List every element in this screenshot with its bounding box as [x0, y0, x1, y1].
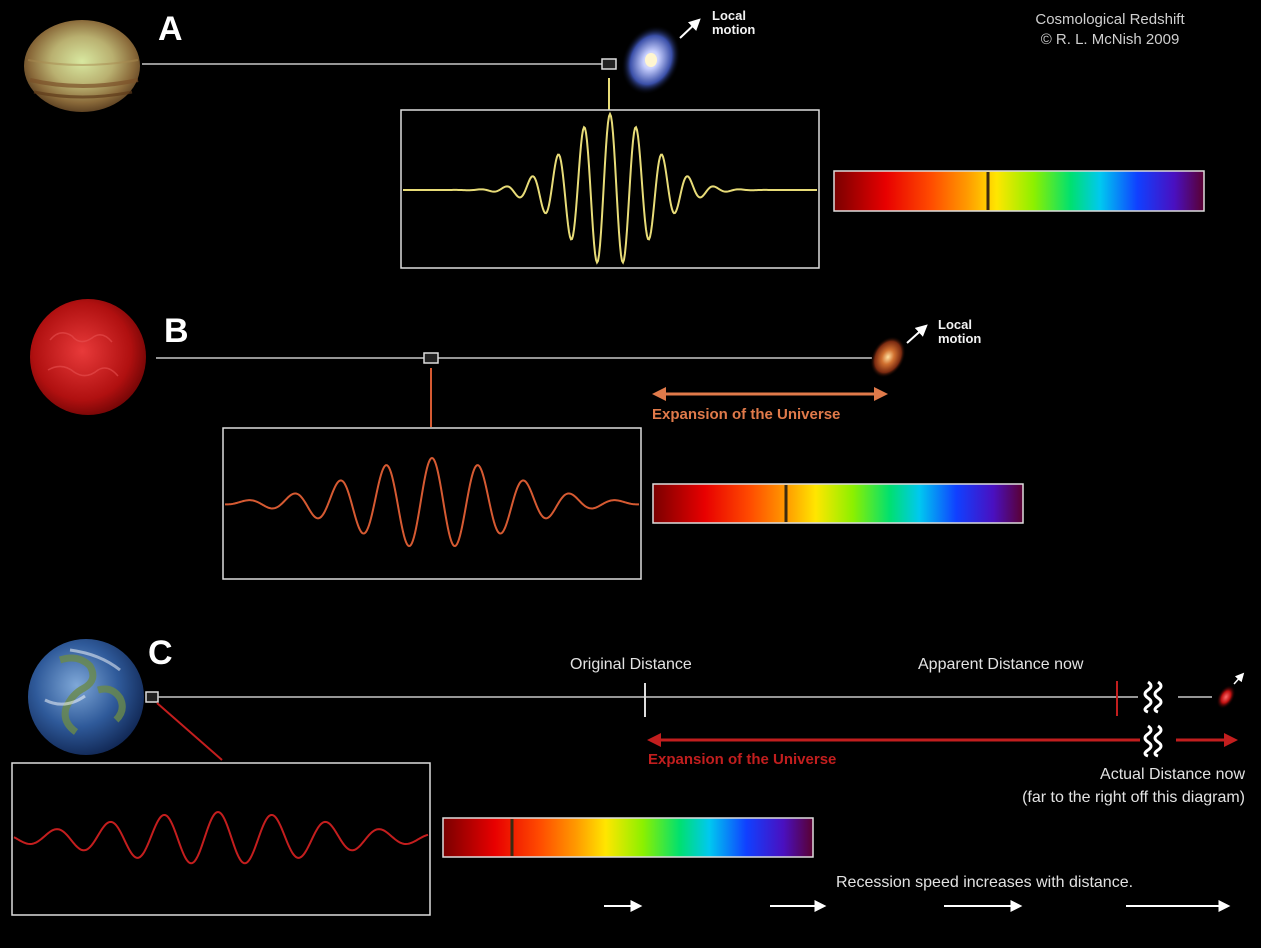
- expansion-arrow-c: [647, 733, 1238, 747]
- probe-marker-b: [423, 352, 439, 364]
- wave-packet-b: [224, 456, 640, 548]
- recession-note: Recession speed increases with distance.: [836, 874, 1134, 891]
- galaxy-icon-a: [621, 25, 681, 95]
- actual-distance-label: Actual Distance now: [1100, 766, 1245, 783]
- original-distance-label: Original Distance: [570, 656, 692, 673]
- credit-block: Cosmological Redshift © R. L. McNish 200…: [990, 10, 1230, 50]
- expansion-label-c: Expansion of the Universe: [648, 751, 837, 768]
- local-motion-label-b: Local motion: [938, 317, 982, 346]
- wave-box-a: [400, 109, 820, 269]
- local-motion-arrow-a: [679, 18, 701, 39]
- panel-c: [11, 639, 1245, 916]
- actual-distance-note: (far to the right off this diagram): [1022, 789, 1245, 806]
- probe-marker-a: [601, 58, 617, 70]
- galaxy-icon-c: [1216, 685, 1236, 709]
- wave-packet-a: [403, 111, 817, 265]
- credit-title: Cosmological Redshift: [1035, 11, 1185, 28]
- wave-box-b: [222, 427, 642, 580]
- credit-copyright: © R. L. McNish 2009: [1040, 31, 1180, 48]
- expansion-label-b: Expansion of the Universe: [652, 406, 841, 423]
- spectrum-bar-a: [833, 170, 1205, 212]
- panel-letter-c: C: [148, 634, 173, 672]
- wave-packet-c: [13, 810, 429, 865]
- apparent-distance-label: Apparent Distance now: [918, 656, 1084, 673]
- galaxy-icon-b: [870, 336, 906, 378]
- spectrum-bar-b: [652, 483, 1024, 524]
- panel-letter-a: A: [158, 10, 183, 48]
- spectrum-bar-c: [442, 817, 814, 858]
- local-motion-arrow-c: [1233, 672, 1245, 685]
- panel-b: [30, 299, 1024, 580]
- earth-icon: [28, 639, 144, 755]
- probe-marker-c: [145, 691, 159, 703]
- local-motion-label-a: Local motion: [712, 8, 756, 37]
- gas-giant-planet-icon: [24, 20, 140, 112]
- wave-box-c: [11, 762, 431, 916]
- panel-a: [24, 18, 1205, 269]
- red-star-icon: [30, 299, 146, 415]
- local-motion-arrow-b: [906, 324, 928, 344]
- panel-letter-b: B: [164, 312, 189, 350]
- break-symbol-icon: [1143, 680, 1163, 758]
- expansion-arrow-b: [652, 387, 888, 401]
